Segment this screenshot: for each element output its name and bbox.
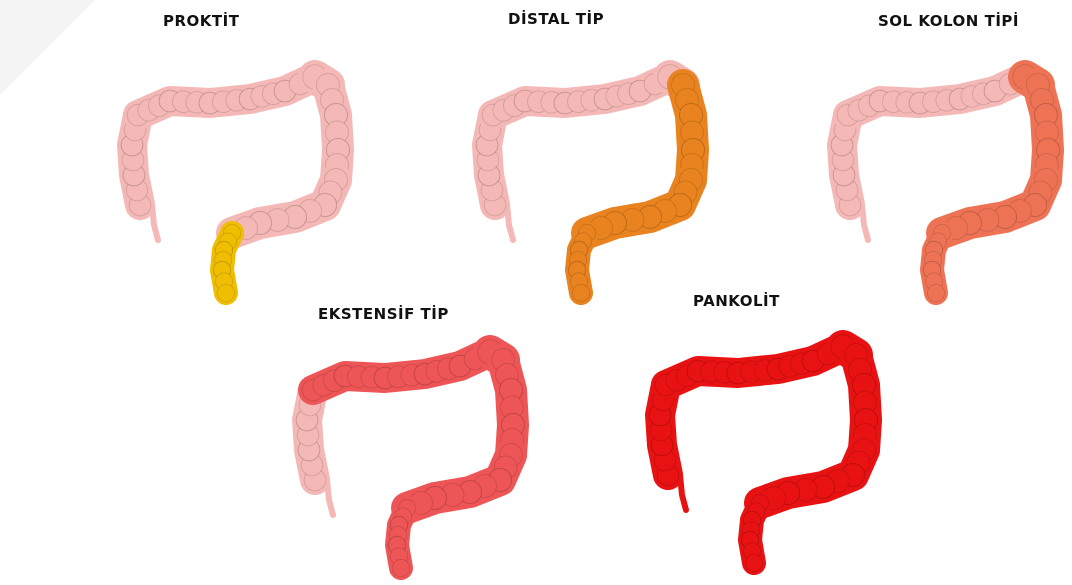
- colon-segment-transverse: [655, 336, 854, 396]
- decorative-corner: [0, 0, 95, 95]
- panel-title-ekstensif: EKSTENSİF TİP: [318, 305, 449, 323]
- colon-illustration-ekstensif: [285, 330, 545, 585]
- colon-segment-rectum: [213, 224, 240, 301]
- panel-title-proktit: PROKTİT: [163, 12, 239, 30]
- colon-segment-rectum: [568, 224, 595, 301]
- colon-segment-transverse: [837, 66, 1036, 126]
- panel-title-distal: DİSTAL TİP: [508, 10, 604, 28]
- colon-segment-rectum: [741, 494, 768, 571]
- colon-segment-transverse: [302, 341, 501, 401]
- colon-illustration-sol-kolon: [820, 55, 1072, 310]
- panel-title-sol-kolon: SOL KOLON TİPİ: [878, 12, 1019, 30]
- colon-illustration-proktit: [110, 55, 370, 310]
- colon-segment-rectum: [388, 499, 415, 576]
- colon-illustration-pankolit: [638, 325, 898, 580]
- colon-illustration-distal: [465, 55, 725, 310]
- colon-segment-transverse: [127, 66, 326, 126]
- colon-segment-transverse: [482, 66, 681, 126]
- colon-segment-rectum: [923, 224, 950, 301]
- panel-title-pankolit: PANKOLİT: [693, 292, 780, 310]
